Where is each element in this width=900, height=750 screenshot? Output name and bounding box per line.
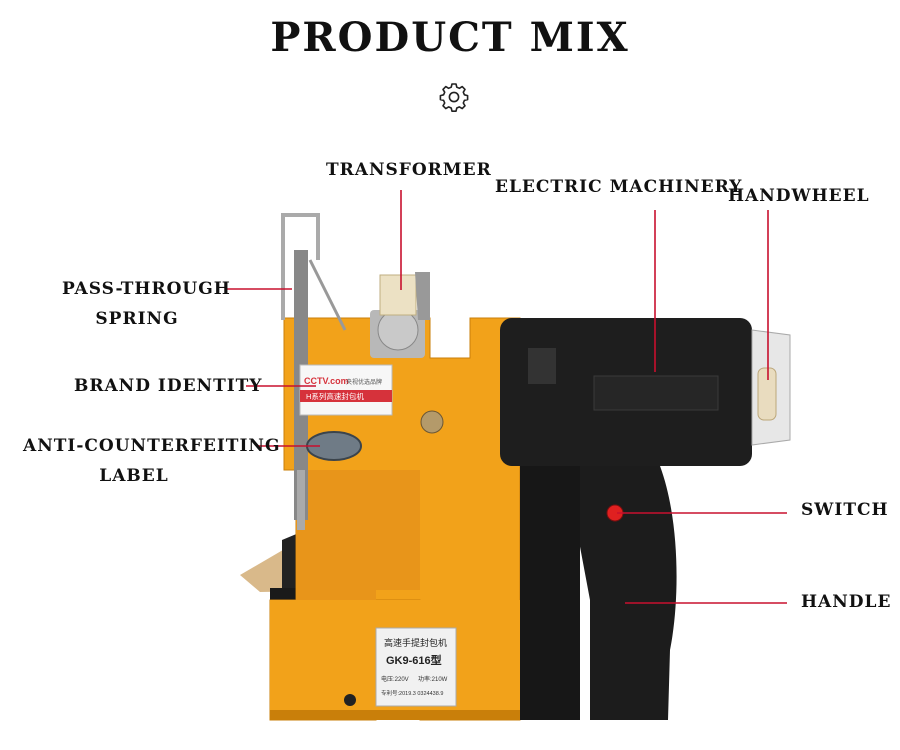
label-transformer: TRANSFORMER (326, 160, 492, 180)
label-switch: SWITCH (801, 500, 889, 520)
page-title: PRODUCT MIX (270, 14, 630, 61)
handle (575, 466, 677, 720)
nameplate (375, 627, 457, 707)
plate-name-text: 高速手提封包机 (384, 637, 447, 648)
screw (420, 410, 444, 434)
label-anti-counterfeiting: ANTI-COUNTERFEITING LABEL (23, 431, 281, 491)
label-handle: HANDLE (801, 592, 892, 612)
label-anti-counterfeiting-line2: LABEL (99, 466, 169, 486)
pointer-lines (226, 190, 787, 604)
plate-power-text: 功率:210W (418, 675, 448, 683)
gear-icon (439, 83, 469, 112)
brand-series-text: H系列高速封包机 (306, 391, 364, 401)
brand-tagline-text: 央视优选品牌 (346, 378, 382, 386)
label-handwheel: HANDWHEEL (728, 186, 870, 206)
arm-throat (296, 470, 420, 600)
plate-patent-text: 专利号:2019.3 0324438.9 (381, 689, 443, 697)
brand-logo-text: CCTV.com (304, 376, 349, 386)
label-pass-through-spring: PASS-THROUGH SPRING (62, 274, 231, 334)
label-brand-identity: BRAND IDENTITY (74, 376, 263, 396)
label-pass-through-line2: SPRING (95, 309, 179, 329)
plate-voltage-text: 电压:220V (381, 675, 409, 683)
plate-model-text: GK9-616型 (386, 653, 442, 667)
handwheel (757, 367, 777, 421)
spring-frame (281, 213, 320, 320)
label-electric-machinery: ELECTRIC MACHINERY (495, 177, 743, 197)
transformer-coil (379, 274, 417, 316)
label-pass-through-line1: PASS-THROUGH (62, 279, 231, 299)
label-anti-counterfeiting-line1: ANTI-COUNTERFEITING (23, 436, 281, 456)
